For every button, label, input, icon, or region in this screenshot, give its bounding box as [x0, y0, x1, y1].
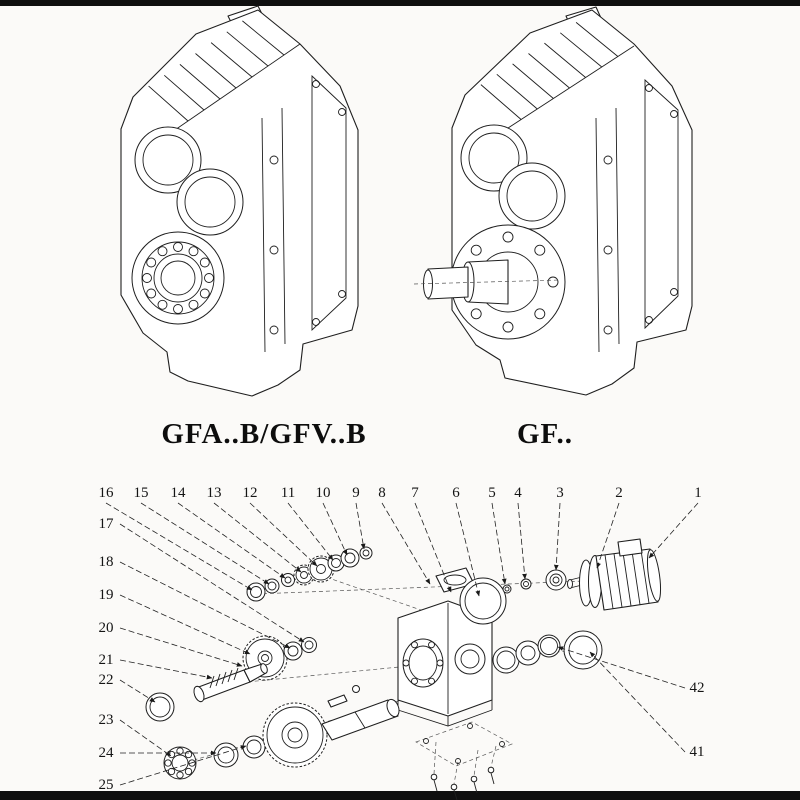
output-gear	[262, 702, 328, 768]
callout-number: 1	[694, 485, 702, 501]
callout-number: 24	[99, 745, 115, 761]
callout-number: 18	[99, 554, 114, 570]
callout-number: 16	[99, 485, 115, 501]
callout-number: 42	[690, 680, 705, 696]
callout-number: 4	[514, 485, 522, 501]
hollow-shaft-bearing	[131, 231, 225, 325]
part-pinion-shaft	[193, 663, 268, 703]
input-bore-lower	[498, 162, 566, 230]
callout-number: 15	[134, 485, 149, 501]
bolt	[502, 584, 512, 594]
snap-ring	[537, 634, 561, 658]
callout-number: 7	[411, 485, 419, 501]
input-bore-upper	[134, 126, 202, 194]
callout-number: 12	[243, 485, 258, 501]
callout-number: 5	[488, 485, 496, 501]
callout-number: 2	[615, 485, 623, 501]
callout-numbers: 16 15 14 13 12 11 10 9 8 7 6 5 4 3 2 1 1…	[99, 485, 705, 793]
top-border-bar	[0, 0, 800, 6]
washer	[520, 578, 532, 590]
bottom-border-bar	[0, 791, 800, 800]
callout-number: 9	[352, 485, 360, 501]
large-seal-ring	[563, 630, 603, 670]
callout-leader-lines	[105, 502, 699, 786]
part-housing	[397, 567, 493, 727]
cooling-fins	[148, 20, 285, 122]
ball-bearing	[163, 746, 197, 780]
callout-number: 13	[207, 485, 222, 501]
callout-number: 22	[99, 672, 114, 688]
input-bore-lower	[176, 168, 244, 236]
callout-number: 6	[452, 485, 460, 501]
cooling-fins	[480, 22, 619, 120]
callout-number: 11	[281, 485, 295, 501]
callout-number: 10	[316, 485, 331, 501]
callout-number: 23	[99, 712, 114, 728]
part-input-shaft-assembly	[246, 546, 373, 602]
input-bearing	[340, 548, 360, 568]
part-left-rings-bearing	[145, 692, 281, 780]
callout-number: 19	[99, 587, 114, 603]
housing-silhouette	[451, 9, 693, 396]
part-motor	[567, 538, 662, 611]
part-cover-plate	[415, 721, 513, 800]
gearbox-right-drawing	[413, 6, 693, 396]
callout-number: 25	[99, 777, 114, 793]
callout-number: 14	[171, 485, 187, 501]
side-panel-frame	[644, 78, 679, 330]
key	[327, 694, 348, 708]
callout-number: 3	[556, 485, 564, 501]
exploded-parts-diagram: 16 15 14 13 12 11 10 9 8 7 6 5 4 3 2 1 1…	[99, 485, 705, 800]
part-output-gear-shaft	[262, 685, 400, 768]
side-panel-frame	[311, 74, 347, 332]
part-output-rings	[492, 630, 603, 674]
callout-number: 8	[378, 485, 386, 501]
callout-number: 41	[690, 744, 705, 760]
callout-number: 21	[99, 652, 114, 668]
coupling	[545, 569, 567, 591]
callout-number: 17	[99, 516, 115, 532]
output-shaft	[413, 259, 561, 305]
model-label-left: GFA..B/GFV..B	[161, 418, 366, 450]
cover-bolts	[430, 766, 495, 800]
part-adapter-flange	[459, 569, 567, 625]
model-label-right: GF..	[517, 418, 573, 450]
callout-number: 20	[99, 620, 114, 636]
terminal-box	[617, 538, 643, 557]
gearbox-left-drawing	[120, 5, 359, 397]
